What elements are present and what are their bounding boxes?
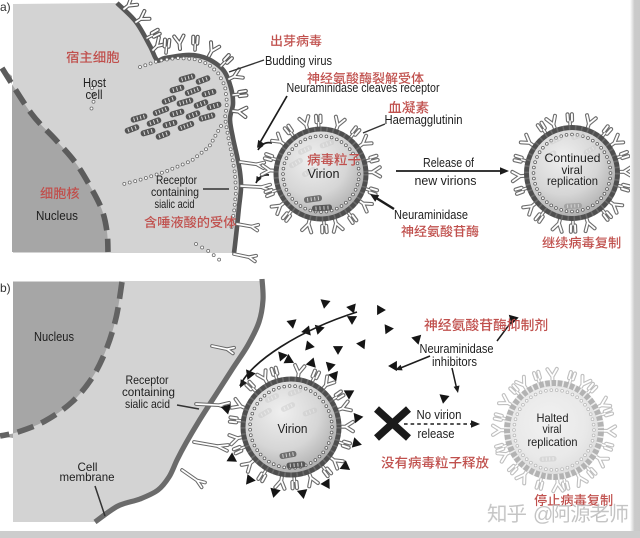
svg-text:sialic acid: sialic acid	[125, 397, 170, 411]
svg-text:(b): (b)	[0, 281, 11, 295]
svg-text:Host: Host	[83, 76, 106, 90]
svg-text:containing: containing	[122, 385, 175, 399]
svg-text:replication: replication	[528, 435, 578, 449]
svg-text:Virion: Virion	[308, 166, 340, 181]
svg-text:Continued: Continued	[545, 151, 601, 165]
svg-text:viral: viral	[543, 422, 562, 436]
svg-text:Receptor: Receptor	[156, 173, 197, 187]
svg-text:cell: cell	[86, 88, 103, 102]
svg-text:Cell: Cell	[78, 460, 98, 474]
svg-text:Release of: Release of	[423, 156, 474, 170]
svg-text:Neuraminidase cleaves receptor: Neuraminidase cleaves receptor	[287, 81, 440, 95]
svg-text:sialic acid: sialic acid	[155, 197, 195, 211]
svg-text:inhibitors: inhibitors	[432, 355, 477, 369]
svg-text:Receptor: Receptor	[126, 373, 169, 387]
svg-text:containing: containing	[151, 185, 199, 199]
svg-text:Neuraminidase: Neuraminidase	[420, 342, 494, 356]
svg-text:Haemagglutinin: Haemagglutinin	[385, 113, 463, 127]
svg-text:Nucleus: Nucleus	[36, 209, 78, 223]
svg-text:Halted: Halted	[537, 411, 569, 425]
svg-text:release: release	[418, 427, 455, 441]
svg-text:(a): (a)	[0, 0, 11, 14]
svg-text:Virion: Virion	[278, 421, 308, 436]
svg-text:viral: viral	[562, 163, 583, 177]
svg-text:@: @	[533, 504, 553, 526]
svg-text:membrane: membrane	[60, 470, 115, 484]
svg-text:Neuraminidase: Neuraminidase	[394, 208, 468, 222]
svg-text:new virions: new virions	[415, 174, 477, 188]
svg-text:replication: replication	[547, 174, 598, 188]
svg-text:No virion: No virion	[417, 408, 462, 422]
svg-text:Budding virus: Budding virus	[265, 54, 332, 68]
svg-text:Nucleus: Nucleus	[34, 330, 74, 344]
